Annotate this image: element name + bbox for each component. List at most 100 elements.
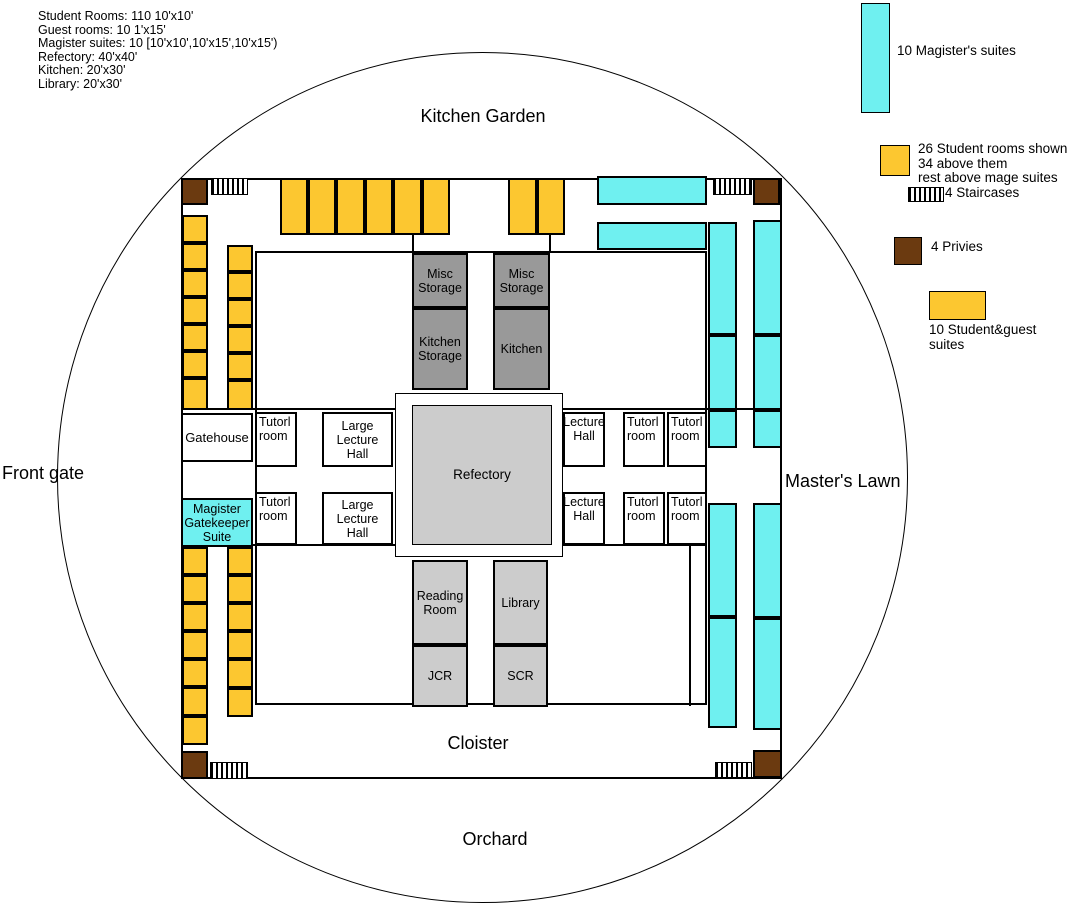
magister-suite-block bbox=[753, 335, 782, 410]
student-room-block bbox=[280, 178, 308, 235]
label-front-gate: Front gate bbox=[2, 463, 85, 483]
student-rooms-legend-line1: 26 Student rooms shown bbox=[918, 141, 1068, 156]
student-room-block bbox=[227, 575, 253, 603]
room-gatehouse: Gatehouse bbox=[181, 413, 253, 462]
student-room-block bbox=[182, 324, 208, 351]
room-large-lecture-hall-1: Large Lecture Hall bbox=[322, 412, 393, 467]
inner-courtyard-wall bbox=[255, 251, 707, 705]
note-line: Guest rooms: 10 1'x15' bbox=[38, 22, 166, 37]
student-rooms-legend-line3: rest above mage suites bbox=[918, 170, 1058, 185]
room-tutor-room-3: Tutorl room bbox=[623, 412, 665, 467]
student-room-block bbox=[365, 178, 393, 235]
note-line: Kitchen: 20'x30' bbox=[38, 63, 126, 78]
label-cloister: Cloister bbox=[447, 733, 509, 753]
room-tutor-room-6: Tutorl room bbox=[667, 492, 707, 545]
student-room-block bbox=[227, 326, 253, 353]
student-room-block bbox=[182, 378, 208, 410]
room-lecture-hall-2: Lecture Hall bbox=[563, 492, 605, 545]
note-line: Library: 20'x30' bbox=[38, 76, 122, 91]
staircase-block bbox=[715, 762, 752, 778]
staircase-block bbox=[713, 178, 752, 195]
wall-segment bbox=[563, 544, 707, 546]
magister-suite-block bbox=[753, 618, 782, 730]
student-room-block bbox=[182, 547, 208, 575]
student-guest-suites-line1: 10 Student&guest bbox=[929, 322, 1037, 337]
student-room-block bbox=[227, 547, 253, 575]
privies-swatch bbox=[894, 237, 922, 265]
room-large-lecture-hall-2: Large Lecture Hall bbox=[322, 492, 393, 545]
room-library: Library bbox=[493, 560, 548, 645]
magister-suite-block bbox=[753, 410, 782, 448]
magister-suite-block bbox=[597, 222, 707, 250]
privies-legend-label: 4 Privies bbox=[931, 239, 983, 254]
magister-suite-block bbox=[708, 617, 737, 728]
student-room-block bbox=[182, 659, 208, 687]
note-line: Magister suites: 10 [10'x10',10'x15',10'… bbox=[38, 36, 278, 51]
student-room-block bbox=[182, 215, 208, 243]
staircase-block bbox=[211, 178, 248, 195]
precinct-circle bbox=[57, 52, 908, 903]
privy-block bbox=[753, 178, 780, 205]
student-room-block bbox=[508, 178, 537, 235]
student-room-block bbox=[182, 270, 208, 297]
wall-segment bbox=[412, 235, 414, 253]
student-room-block bbox=[227, 631, 253, 659]
room-magister-gatekeeper-suite: Magister Gatekeeper Suite bbox=[181, 498, 253, 547]
magister-suites-legend-label: 10 Magister's suites bbox=[897, 43, 1016, 58]
student-rooms-swatch bbox=[880, 145, 910, 176]
student-room-block bbox=[227, 245, 253, 272]
room-jcr: JCR bbox=[412, 645, 468, 707]
student-room-block bbox=[182, 351, 208, 378]
student-room-block bbox=[537, 178, 565, 235]
student-room-block bbox=[227, 353, 253, 380]
student-room-block bbox=[227, 299, 253, 326]
room-tutor-room-5: Tutorl room bbox=[623, 492, 665, 545]
student-room-block bbox=[336, 178, 365, 235]
student-room-block bbox=[227, 603, 253, 631]
staircases-swatch bbox=[908, 187, 944, 202]
magister-suites-swatch bbox=[861, 3, 890, 113]
student-guest-suites-swatch bbox=[929, 291, 986, 320]
room-tutor-room-4: Tutorl room bbox=[667, 412, 707, 467]
student-guest-suites-line2: suites bbox=[929, 336, 965, 352]
note-line: Refectory: 40'x40' bbox=[38, 49, 138, 64]
label-orchard: Orchard bbox=[462, 829, 528, 849]
student-room-block bbox=[182, 243, 208, 270]
magister-suite-block bbox=[597, 176, 707, 205]
room-lecture-hall-1: Lecture Hall bbox=[563, 412, 605, 467]
label-kitchen-garden: Kitchen Garden bbox=[420, 106, 546, 126]
room-reading-room: Reading Room bbox=[412, 560, 468, 645]
magister-suite-block bbox=[753, 503, 782, 618]
student-room-block bbox=[422, 178, 450, 235]
room-kitchen-storage: Kitchen Storage bbox=[412, 308, 468, 390]
student-room-block bbox=[227, 380, 253, 410]
staircase-block bbox=[210, 762, 248, 779]
student-room-block bbox=[393, 178, 422, 235]
privy-block bbox=[181, 751, 208, 779]
wall-segment bbox=[181, 408, 395, 410]
room-tutor-room-1: Tutorl room bbox=[255, 412, 297, 467]
student-room-block bbox=[182, 297, 208, 324]
outer-wall bbox=[181, 178, 782, 779]
magister-suite-block bbox=[708, 335, 737, 410]
magister-suite-block bbox=[708, 503, 737, 617]
note-line: Student Rooms: 110 10'x10' bbox=[38, 9, 194, 23]
student-room-block bbox=[182, 687, 208, 716]
student-room-block bbox=[182, 575, 208, 603]
student-room-block bbox=[182, 603, 208, 631]
room-size-notes: Student Rooms: 110 10'x10' Guest rooms: … bbox=[38, 9, 278, 92]
room-scr: SCR bbox=[493, 645, 548, 707]
magister-suite-block bbox=[708, 222, 737, 335]
wall-segment bbox=[549, 235, 551, 253]
wall-segment bbox=[563, 408, 782, 410]
student-rooms-legend-line2: 34 above them bbox=[918, 155, 1008, 171]
student-room-block bbox=[227, 659, 253, 688]
wall-segment bbox=[689, 546, 691, 706]
room-misc-storage-1: Misc Storage bbox=[412, 253, 468, 308]
student-rooms-legend-label: 26 Student rooms shown 34 above them res… bbox=[918, 141, 1068, 186]
student-room-block bbox=[227, 688, 253, 717]
label-masters-lawn: Master's Lawn bbox=[785, 471, 901, 491]
privy-block bbox=[753, 750, 782, 778]
student-room-block bbox=[308, 178, 336, 235]
